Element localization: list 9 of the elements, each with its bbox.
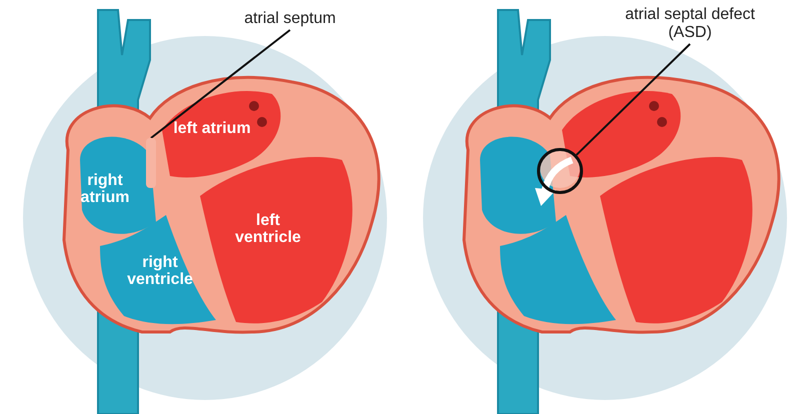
leader-line	[150, 29, 291, 139]
chamber-label: left atrium	[172, 120, 252, 137]
highlight-circle	[537, 148, 583, 194]
chamber-label: right ventricle	[126, 254, 194, 288]
callout-label: atrial septal defect (ASD)	[622, 6, 758, 42]
chamber-label: left ventricle	[234, 212, 302, 246]
septum-wall	[146, 138, 156, 188]
callout-label: atrial septum	[222, 10, 358, 28]
leader-line	[576, 43, 691, 156]
